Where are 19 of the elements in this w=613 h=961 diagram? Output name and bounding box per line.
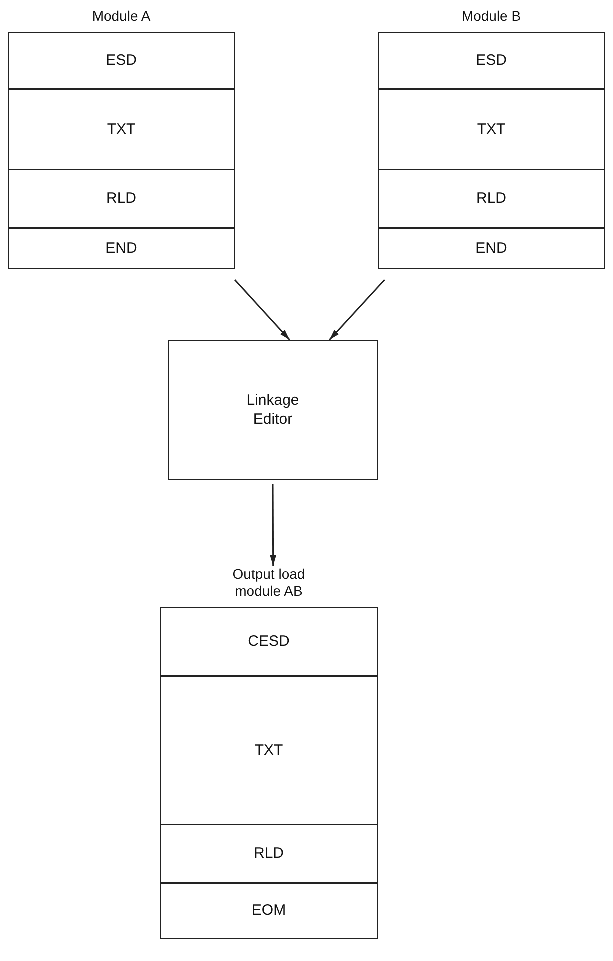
record-segment: END	[378, 227, 605, 269]
module-title: Output load module AB	[232, 566, 306, 600]
record-segment: RLD	[378, 168, 605, 228]
record-segment: RLD	[160, 824, 378, 884]
record-segment: ESD	[378, 32, 605, 90]
record-segment: TXT	[8, 88, 235, 170]
module-title: Module B	[460, 8, 522, 25]
record-segment: CESD	[160, 606, 378, 676]
record-segment: RLD	[8, 168, 235, 228]
arrow	[270, 484, 276, 566]
arrow	[329, 280, 386, 340]
record-segment: TXT	[160, 675, 378, 825]
record-segment: TXT	[378, 88, 605, 170]
process-box: Linkage Editor	[168, 340, 378, 480]
record-segment: EOM	[160, 882, 378, 939]
record-segment: ESD	[8, 32, 235, 90]
module-title: Module A	[91, 8, 152, 25]
arrow	[234, 280, 290, 340]
record-segment: END	[8, 227, 235, 269]
